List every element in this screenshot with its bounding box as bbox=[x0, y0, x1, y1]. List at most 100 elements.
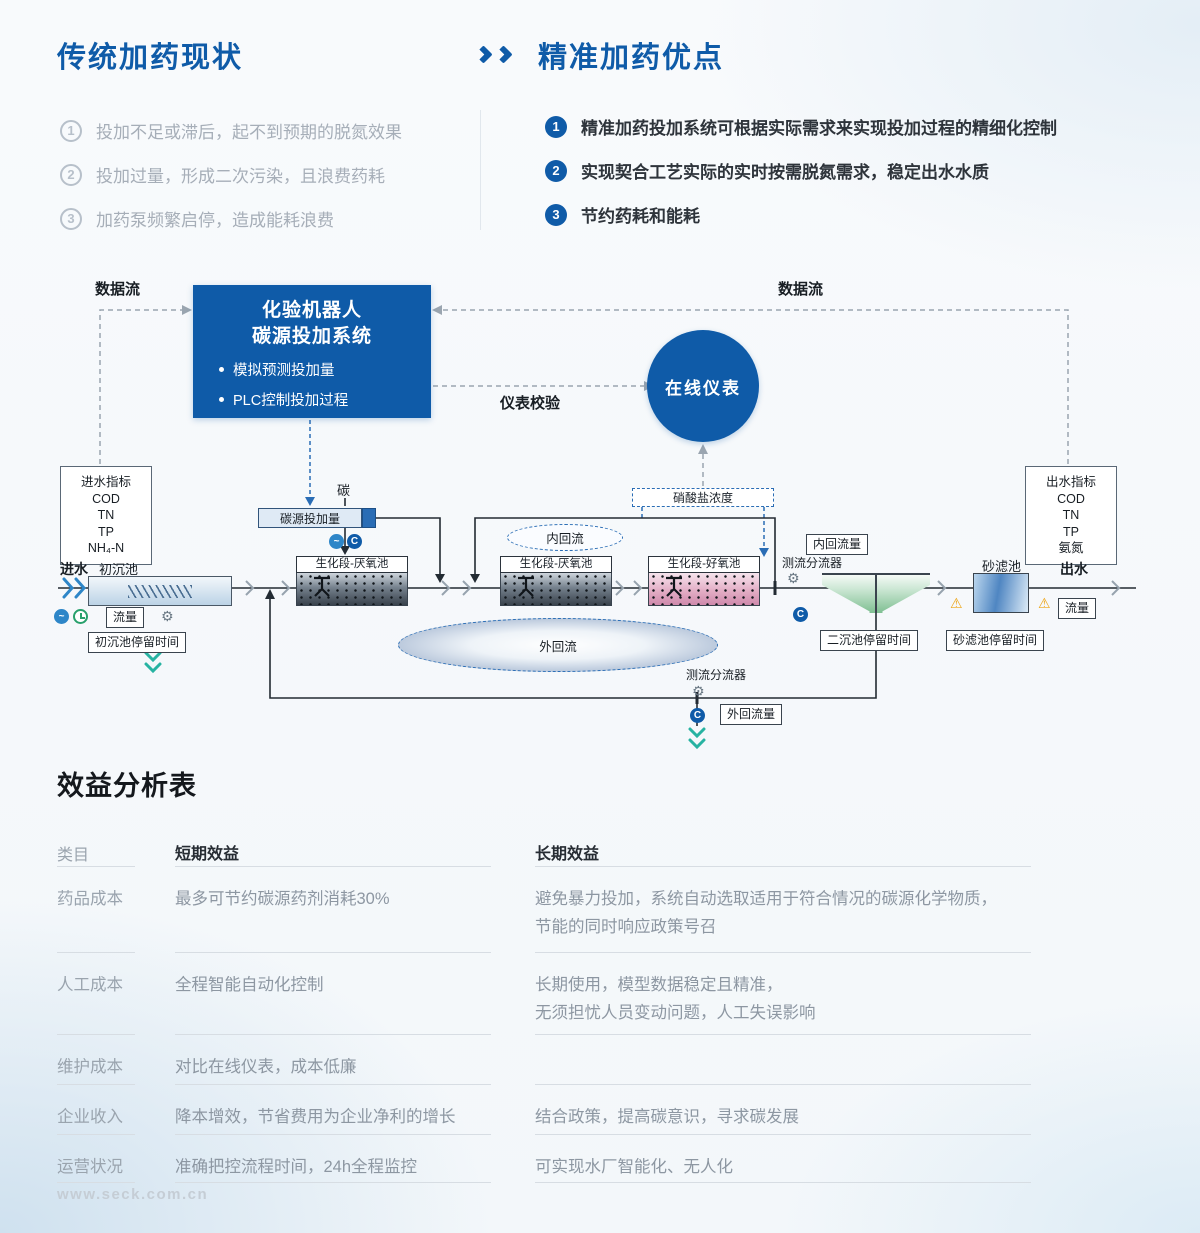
inner-recycle-ellipse: 内回流 bbox=[507, 524, 623, 551]
hero-divider bbox=[480, 110, 481, 230]
item-text: 投加过量，形成二次污染，且浪费药耗 bbox=[96, 167, 385, 186]
traditional-title: 传统加药现状 bbox=[57, 42, 244, 74]
precision-list: 1 精准加药投加系统可根据实际需求来实现投加过程的精细化控制 2 实现契合工艺实… bbox=[545, 114, 1185, 246]
sand-retention-badge: 砂滤池停留时间 bbox=[946, 630, 1045, 651]
item-number-icon: 3 bbox=[60, 207, 82, 230]
outlet-panel-tp: TP bbox=[1063, 524, 1079, 539]
calibration-label: 仪表校验 bbox=[500, 395, 561, 412]
benefit-table: 类目 短期效益 长期效益 药品成本 最多可节约碳源药剂消耗30% 避免暴力投加，… bbox=[57, 829, 1147, 1189]
inner-recycle-label: 内回流 bbox=[546, 532, 584, 546]
robot-dosing-system-box: 化验机器人 碳源投加系统 模拟预测投加量 PLC控制投加过程 bbox=[193, 285, 431, 418]
aerobic-tank-label: 生化段-好氧池 bbox=[648, 556, 760, 573]
gear-icon: ⚙ bbox=[787, 570, 800, 586]
sand-filter bbox=[973, 573, 1029, 613]
inlet-indicator-panel: 进水指标 COD TN TP NH₄-N bbox=[60, 466, 152, 565]
list-item: 3 加药泵频繁启停，造成能耗浪费 bbox=[60, 206, 460, 231]
column-header-long-term: 长期效益 bbox=[535, 829, 1147, 873]
precision-title: 精准加药优点 bbox=[538, 42, 725, 74]
benefit-table-title: 效益分析表 bbox=[57, 771, 197, 801]
table-cell-long: 结合政策，提高碳意识，寻求碳发展 bbox=[535, 1091, 1147, 1141]
robot-title-line2: 碳源投加系统 bbox=[251, 326, 372, 347]
clock-icon bbox=[73, 609, 88, 624]
inner-flow-badge: 内回流量 bbox=[806, 534, 869, 555]
warning-icon: ⚠ bbox=[950, 595, 963, 611]
robot-bullet: PLC控制投加过程 bbox=[219, 389, 431, 410]
table-row-category: 维护成本 bbox=[57, 1041, 175, 1091]
bullet-icon bbox=[219, 397, 224, 402]
flow-splitter-1-label: 测流分流器 bbox=[782, 556, 843, 570]
wave-icon: ~ bbox=[54, 609, 69, 624]
list-item: 2 投加过量，形成二次污染，且浪费药耗 bbox=[60, 162, 460, 187]
table-cell-short: 全程智能自动化控制 bbox=[175, 959, 535, 1041]
outlet-panel-nh3: 氨氮 bbox=[1058, 541, 1084, 555]
robot-bullet: 模拟预测投加量 bbox=[219, 359, 431, 380]
table-row-category: 运营状况 bbox=[57, 1141, 175, 1189]
stirrer-icon bbox=[666, 576, 682, 597]
list-item: 1 投加不足或滞后，起不到预期的脱氮效果 bbox=[60, 118, 460, 143]
table-row-category: 药品成本 bbox=[57, 873, 175, 959]
table-cell-short: 对比在线仪表，成本低廉 bbox=[175, 1041, 535, 1091]
outer-flow-badge: 外回流量 bbox=[720, 704, 783, 725]
carbon-dosing-label: 碳源投加量 bbox=[279, 511, 340, 526]
warning-icon: ⚠ bbox=[1038, 595, 1051, 611]
dataflow-label-left: 数据流 bbox=[95, 281, 141, 298]
inlet-panel-cod: COD bbox=[92, 491, 120, 506]
anaerobic-tank-2: 生化段-厌氧池 bbox=[500, 556, 612, 606]
outlet-indicator-panel: 出水指标 COD TN TP 氨氮 bbox=[1025, 466, 1117, 565]
stirrer-icon bbox=[518, 576, 534, 597]
item-text: 投加不足或滞后，起不到预期的脱氮效果 bbox=[96, 123, 402, 142]
column-header-category: 类目 bbox=[57, 829, 175, 873]
flow-splitter-2-label: 测流分流器 bbox=[686, 668, 747, 682]
item-number-icon: 3 bbox=[545, 203, 567, 226]
table-cell-long: 长期使用，模型数据稳定且精准， 无须担忧人员变动问题，人工失误影响 bbox=[535, 959, 1147, 1041]
carbon-dosing-box: 碳源投加量 bbox=[258, 508, 362, 528]
traditional-list: 1 投加不足或滞后，起不到预期的脱氮效果 2 投加过量，形成二次污染，且浪费药耗… bbox=[60, 118, 460, 250]
flow-badge-right: 流量 bbox=[1058, 598, 1097, 619]
robot-bullet-text: PLC控制投加过程 bbox=[233, 393, 349, 409]
primary-tank-label: 初沉池 bbox=[99, 562, 139, 577]
anaerobic-tank-1-label: 生化段-厌氧池 bbox=[296, 556, 408, 573]
aerobic-tank: 生化段-好氧池 bbox=[648, 556, 760, 606]
outlet-panel-tn: TN bbox=[1062, 508, 1080, 522]
list-item: 3 节约药耗和能耗 bbox=[545, 202, 1185, 227]
carbon-label: 碳 bbox=[337, 483, 351, 498]
list-item: 2 实现契合工艺实际的实时按需脱氮需求，稳定出水水质 bbox=[545, 158, 1185, 183]
table-cell-long: 避免暴力投加，系统自动选取适用于符合情况的碳源化学物质， 节能的同时响应政策号召 bbox=[535, 873, 1147, 959]
item-number-icon: 2 bbox=[60, 163, 82, 186]
anaerobic-tank-2-label: 生化段-厌氧池 bbox=[500, 556, 612, 573]
item-text: 精准加药投加系统可根据实际需求来实现投加过程的精细化控制 bbox=[581, 119, 1057, 138]
double-chevron-icon bbox=[474, 45, 517, 66]
robot-bullet-text: 模拟预测投加量 bbox=[233, 363, 335, 379]
primary-retention-badge: 初沉池停留时间 bbox=[88, 632, 187, 653]
column-header-short-term: 短期效益 bbox=[175, 829, 535, 873]
primary-settling-tank bbox=[88, 576, 232, 606]
sample-c-icon: C bbox=[690, 708, 705, 723]
item-number-icon: 1 bbox=[545, 115, 567, 138]
benefit-analysis-section: 效益分析表 类目 短期效益 长期效益 药品成本 最多可节约碳源药剂消耗30% 避… bbox=[57, 764, 1147, 1189]
nitrate-concentration-box: 硝酸盐浓度 bbox=[632, 488, 774, 507]
list-item: 1 精准加药投加系统可根据实际需求来实现投加过程的精细化控制 bbox=[545, 114, 1185, 139]
dataflow-label-right: 数据流 bbox=[778, 281, 824, 298]
aerobic-tank-body bbox=[648, 573, 760, 606]
outer-recycle-ellipse: 外回流 bbox=[398, 618, 718, 672]
dosing-pump-icon bbox=[362, 508, 376, 528]
nitrate-label: 硝酸盐浓度 bbox=[672, 491, 733, 505]
table-cell-short: 降本增效，节省费用为企业净利的增长 bbox=[175, 1091, 535, 1141]
outer-recycle-label: 外回流 bbox=[539, 639, 577, 654]
gear-icon: ⚙ bbox=[161, 608, 174, 624]
robot-title-line1: 化验机器人 bbox=[261, 300, 362, 321]
inlet-panel-nh4n: NH₄-N bbox=[87, 541, 125, 555]
table-row-category: 企业收入 bbox=[57, 1091, 175, 1141]
secondary-retention-badge: 二沉池停留时间 bbox=[820, 630, 919, 651]
hatch-pattern bbox=[128, 584, 192, 598]
item-text: 节约药耗和能耗 bbox=[581, 207, 700, 226]
inlet-panel-tn: TN bbox=[97, 508, 115, 522]
diagram-wires bbox=[58, 305, 1136, 750]
stirrer-icon bbox=[314, 576, 330, 597]
table-cell-short: 最多可节约碳源药剂消耗30% bbox=[175, 873, 535, 959]
table-cell-long bbox=[535, 1041, 1147, 1091]
outlet-panel-title: 出水指标 bbox=[1045, 475, 1096, 489]
outlet-label: 出水 bbox=[1060, 561, 1088, 577]
table-cell-long: 可实现水厂智能化、无人化 bbox=[535, 1141, 1147, 1189]
carbon-c-icon: C bbox=[347, 534, 362, 549]
